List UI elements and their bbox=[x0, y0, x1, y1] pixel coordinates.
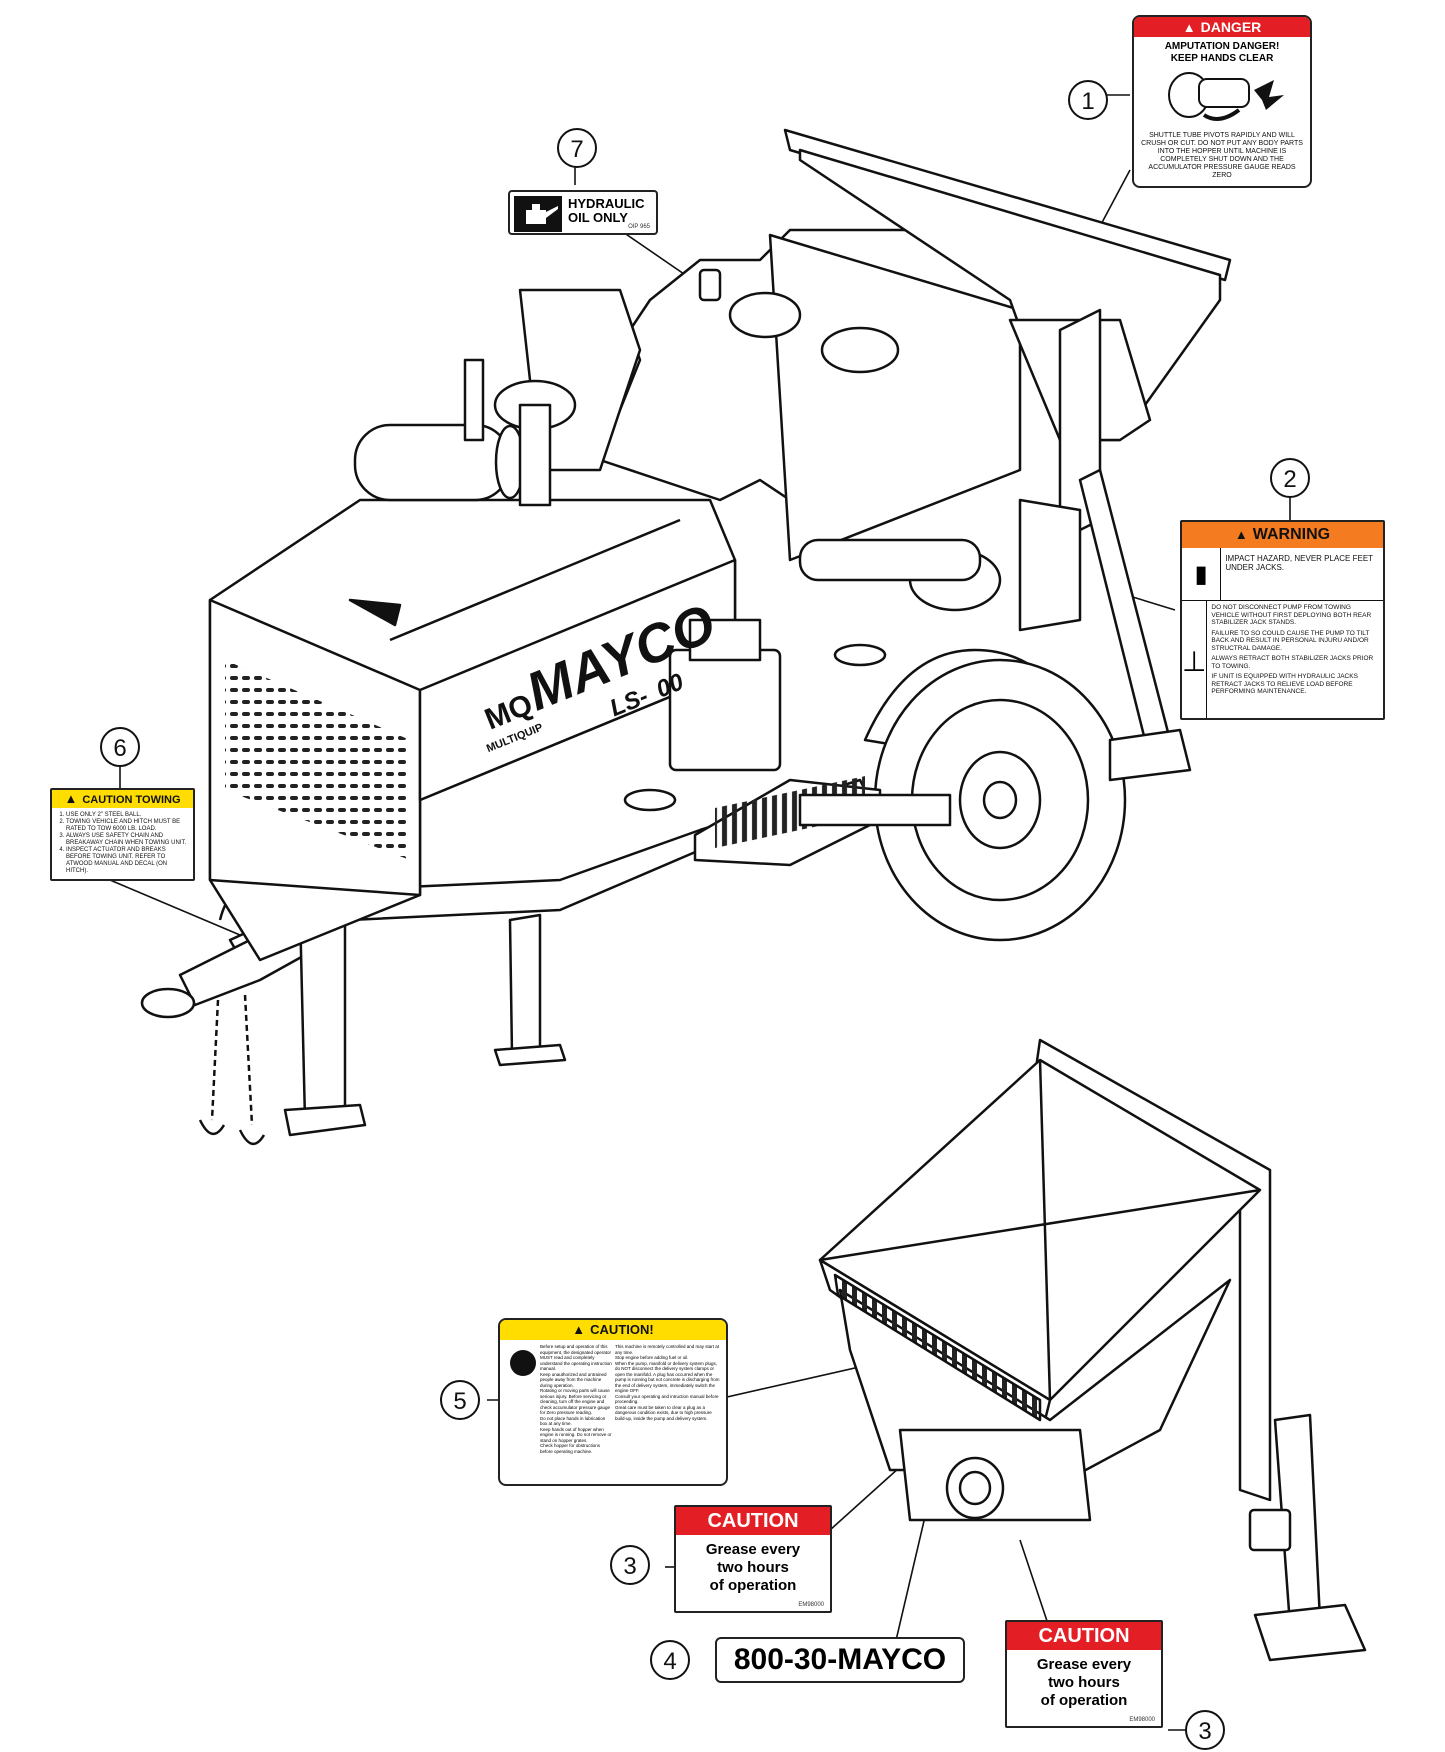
callout-3b: 3 bbox=[1185, 1710, 1225, 1750]
phone-decal: 800-30-MAYCO bbox=[715, 1637, 965, 1683]
towing-list: USE ONLY 2" STEEL BALL. TOWING VEHICLE A… bbox=[52, 808, 193, 875]
warning-row-2: ⊥ DO NOT DISCONNECT PUMP FROM TOWING VEH… bbox=[1182, 601, 1383, 718]
warning-decal: ▲WARNING ▮ IMPACT HAZARD, NEVER PLACE FE… bbox=[1180, 520, 1385, 720]
caution-main-header: ▲CAUTION! bbox=[500, 1320, 726, 1340]
grease-decal-b: CAUTION Grease every two hours of operat… bbox=[1005, 1620, 1163, 1728]
foot-crush-icon: ▮ bbox=[1182, 548, 1222, 600]
hopper-bottom bbox=[818, 1038, 1367, 1662]
danger-decal: ▲DANGER AMPUTATION DANGER! KEEP HANDS CL… bbox=[1132, 15, 1312, 188]
warning-header: ▲WARNING bbox=[1182, 522, 1383, 548]
grease-header: CAUTION bbox=[676, 1507, 830, 1535]
jack-stand-icon: ⊥ bbox=[1182, 601, 1208, 718]
step bbox=[693, 776, 952, 867]
caution-main-right: This machine is remotely controlled and … bbox=[615, 1344, 720, 1421]
muffler bbox=[353, 358, 577, 507]
warning-row-1: ▮ IMPACT HAZARD, NEVER PLACE FEET UNDER … bbox=[1182, 548, 1383, 601]
warning-items: DO NOT DISCONNECT PUMP FROM TOWING VEHIC… bbox=[1211, 604, 1374, 695]
hydraulic-oil-decal: HYDRAULIC OIL ONLY OIP 965 bbox=[508, 190, 658, 235]
pump-body bbox=[623, 468, 1192, 812]
warning-triangle-icon: ▲ bbox=[1234, 527, 1248, 542]
callout-7: 7 bbox=[557, 128, 597, 168]
grease-text: Grease every two hours of operation bbox=[1036, 1656, 1132, 1709]
manual-reader-icon bbox=[510, 1350, 536, 1376]
callout-6: 6 bbox=[100, 727, 140, 767]
grease-text: Grease every two hours of operation bbox=[705, 1541, 801, 1594]
phone-number: 800-30-MAYCO bbox=[733, 1643, 947, 1676]
callout-5: 5 bbox=[440, 1380, 480, 1420]
callout-3a: 3 bbox=[610, 1545, 650, 1585]
grease-code: EM98000 bbox=[798, 1602, 824, 1608]
callout-2: 2 bbox=[1270, 458, 1310, 498]
grease-code: EM98000 bbox=[1129, 1717, 1155, 1723]
caution-towing-decal: ▲CAUTION TOWING USE ONLY 2" STEEL BALL. … bbox=[50, 788, 195, 881]
hydraulic-oil-text: HYDRAULIC OIL ONLY bbox=[568, 196, 645, 225]
upper-housing bbox=[518, 228, 1022, 562]
callout-1: 1 bbox=[1068, 80, 1108, 120]
callout-4: 4 bbox=[650, 1640, 690, 1680]
grease-decal-a: CAUTION Grease every two hours of operat… bbox=[674, 1505, 832, 1613]
oil-can-icon bbox=[514, 196, 562, 232]
danger-title: AMPUTATION DANGER! KEEP HANDS CLEAR bbox=[1164, 41, 1280, 64]
caution-main-decal: ▲CAUTION! Before setup and operation of … bbox=[498, 1318, 728, 1486]
caution-main-left: Before setup and operation of this equip… bbox=[540, 1344, 612, 1454]
warning-triangle-icon: ▲ bbox=[572, 1322, 586, 1337]
warning-triangle-icon: ▲ bbox=[64, 791, 78, 806]
towing-header: ▲CAUTION TOWING bbox=[52, 790, 193, 808]
danger-body: SHUTTLE TUBE PIVOTS RAPIDLY AND WILL CRU… bbox=[1141, 132, 1303, 179]
warning-item-1: IMPACT HAZARD, NEVER PLACE FEET UNDER JA… bbox=[1225, 554, 1373, 572]
hand-crush-icon bbox=[1168, 72, 1284, 121]
wheel-assembly bbox=[863, 648, 1127, 942]
danger-header: ▲DANGER bbox=[1134, 17, 1310, 37]
warning-triangle-icon: ▲ bbox=[1182, 20, 1196, 35]
grease-header: CAUTION bbox=[1007, 1622, 1161, 1650]
hydraulic-code: OIP 965 bbox=[628, 224, 650, 230]
